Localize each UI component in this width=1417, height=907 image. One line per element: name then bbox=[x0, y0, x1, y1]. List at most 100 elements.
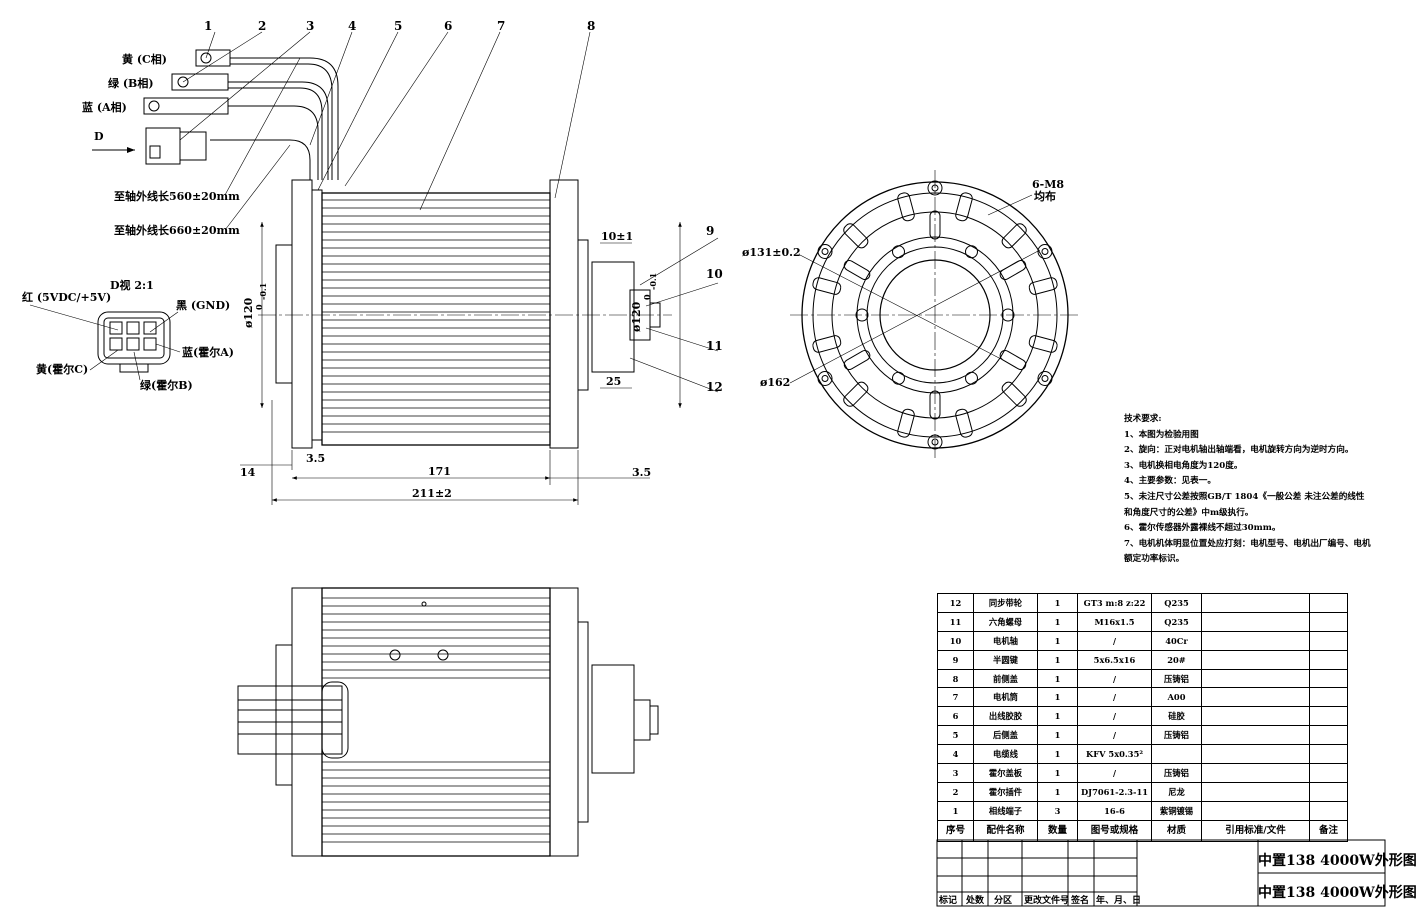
callout-9: 9 bbox=[706, 224, 714, 238]
bom-cell: 1 bbox=[1037, 649, 1078, 670]
rear-cover bbox=[291, 179, 313, 449]
bom-cell bbox=[1309, 781, 1348, 802]
bom-cell: / bbox=[1077, 706, 1152, 727]
bom-cell bbox=[1309, 744, 1348, 765]
callout-4: 4 bbox=[348, 19, 356, 33]
inner-hole bbox=[965, 245, 978, 259]
dim-d120-right: ø120 bbox=[630, 301, 643, 332]
bom-cell bbox=[1309, 706, 1348, 727]
rev-label-change-doc: 更改文件号 bbox=[1024, 896, 1070, 906]
bom-cell: 1 bbox=[1037, 781, 1078, 802]
bom-cell: 霍尔盖板 bbox=[973, 763, 1038, 783]
bom-cell: 同步带轮 bbox=[973, 593, 1038, 613]
label-wire-blue: 蓝 (A相) bbox=[82, 100, 127, 114]
rib bbox=[843, 350, 871, 370]
bom-cell: M16x1.5 bbox=[1077, 611, 1152, 632]
bom-cell: KFV 5x0.35² bbox=[1077, 744, 1152, 765]
rev-label-signature: 签名 bbox=[1071, 896, 1090, 906]
bom-cell: 电机轴 bbox=[973, 630, 1038, 651]
note-line: 2、旋向：正对电机轴出轴端看，电机旋转方向为逆时方向。 bbox=[1124, 445, 1354, 456]
bom-cell: Q235 bbox=[1151, 593, 1202, 613]
mounting-hole bbox=[1037, 371, 1053, 386]
dim-3-5-left: 3.5 bbox=[306, 452, 325, 465]
note-line: 额定功率标识。 bbox=[1124, 554, 1185, 565]
bom-cell bbox=[1201, 668, 1310, 689]
bom-cell: / bbox=[1077, 763, 1152, 783]
mounting-hole bbox=[817, 244, 833, 259]
rear-end-plate bbox=[275, 244, 293, 384]
bom-cell: 霍尔插件 bbox=[973, 781, 1038, 802]
callout-1: 1 bbox=[204, 19, 212, 33]
note-line: 3、电机换相电角度为120度。 bbox=[1124, 460, 1243, 471]
bom-cell bbox=[1201, 706, 1310, 727]
inner-hole bbox=[965, 371, 978, 385]
top-view bbox=[237, 587, 659, 857]
bom-cell bbox=[1201, 800, 1310, 821]
svg-text:0: 0 bbox=[254, 304, 264, 310]
bom-cell: 序号 bbox=[937, 819, 974, 842]
dim-25: 25 bbox=[606, 375, 621, 388]
bom-cell bbox=[1201, 593, 1310, 613]
inner-hole bbox=[892, 371, 905, 385]
flange-slot bbox=[1028, 335, 1058, 353]
callout-11: 11 bbox=[706, 339, 723, 353]
label-conn-red: 红 (5VDC/+5V) bbox=[22, 290, 111, 304]
flange-slot bbox=[1001, 223, 1027, 249]
connector-pin bbox=[109, 337, 123, 351]
bom-cell: 7 bbox=[937, 687, 974, 708]
note-line: 和角度尺寸的公差》中m级执行。 bbox=[1124, 507, 1254, 518]
bom-cell: 3 bbox=[937, 763, 974, 783]
note-line: 4、主要参数：见表一。 bbox=[1124, 476, 1216, 487]
callout-5: 5 bbox=[394, 19, 402, 33]
bom-cell: 数量 bbox=[1037, 819, 1078, 842]
bom-cell: 4 bbox=[937, 744, 974, 765]
bom-cell: 16-6 bbox=[1077, 800, 1152, 821]
bom-cell: 5 bbox=[937, 725, 974, 746]
bom-cell: 备注 bbox=[1309, 819, 1348, 842]
technical-notes: 技术要求: 1、本图为检验用图 2、旋向：正对电机轴出轴端看，电机旋转方向为逆时… bbox=[1124, 412, 1384, 568]
bom-cell: 压铸铝 bbox=[1151, 725, 1202, 746]
label-conn-black: 黑 (GND) bbox=[176, 299, 230, 312]
bom-cell: 1 bbox=[1037, 593, 1078, 613]
bom-cell: 5x6.5x16 bbox=[1077, 649, 1152, 670]
bom-cell bbox=[1201, 781, 1310, 802]
bom-cell: 11 bbox=[937, 611, 974, 632]
bom-cell bbox=[1309, 630, 1348, 651]
bom-cell: 压铸铝 bbox=[1151, 668, 1202, 689]
flange-slot bbox=[812, 335, 842, 353]
bom-cell: 引用标准/文件 bbox=[1201, 819, 1310, 842]
label-lead-560: 至轴外线长560±20mm bbox=[114, 189, 240, 203]
svg-text:-0.1: -0.1 bbox=[648, 273, 658, 290]
bom-cell: 1 bbox=[1037, 668, 1078, 689]
bom-cell: 电缆线 bbox=[973, 744, 1038, 765]
bom-cell: 配件名称 bbox=[973, 819, 1038, 842]
bom-cell: DJ7061-2.3-11 bbox=[1077, 781, 1152, 802]
bom-cell: 1 bbox=[937, 800, 974, 821]
bom-cell: / bbox=[1077, 668, 1152, 689]
bom-cell: 40Cr bbox=[1151, 630, 1202, 651]
callout-7: 7 bbox=[497, 19, 505, 33]
front-cover bbox=[549, 179, 579, 449]
bom-cell bbox=[1201, 725, 1310, 746]
rev-label-zone: 分区 bbox=[994, 896, 1013, 906]
bom-cell bbox=[1309, 687, 1348, 708]
bom-cell: 六角螺母 bbox=[973, 611, 1038, 632]
hall-connector-plug bbox=[145, 127, 207, 165]
bom-cell: 1 bbox=[1037, 763, 1078, 783]
engineering-drawing: 1 2 3 4 5 6 7 8 9 10 11 12 黄 (C相) 绿 (B相)… bbox=[22, 19, 1386, 907]
bom-cell bbox=[1309, 763, 1348, 783]
notes-title: 技术要求: bbox=[1124, 414, 1162, 424]
flange-slot bbox=[955, 192, 973, 222]
connector-pin bbox=[143, 337, 157, 351]
bom-cell: 2 bbox=[937, 781, 974, 802]
